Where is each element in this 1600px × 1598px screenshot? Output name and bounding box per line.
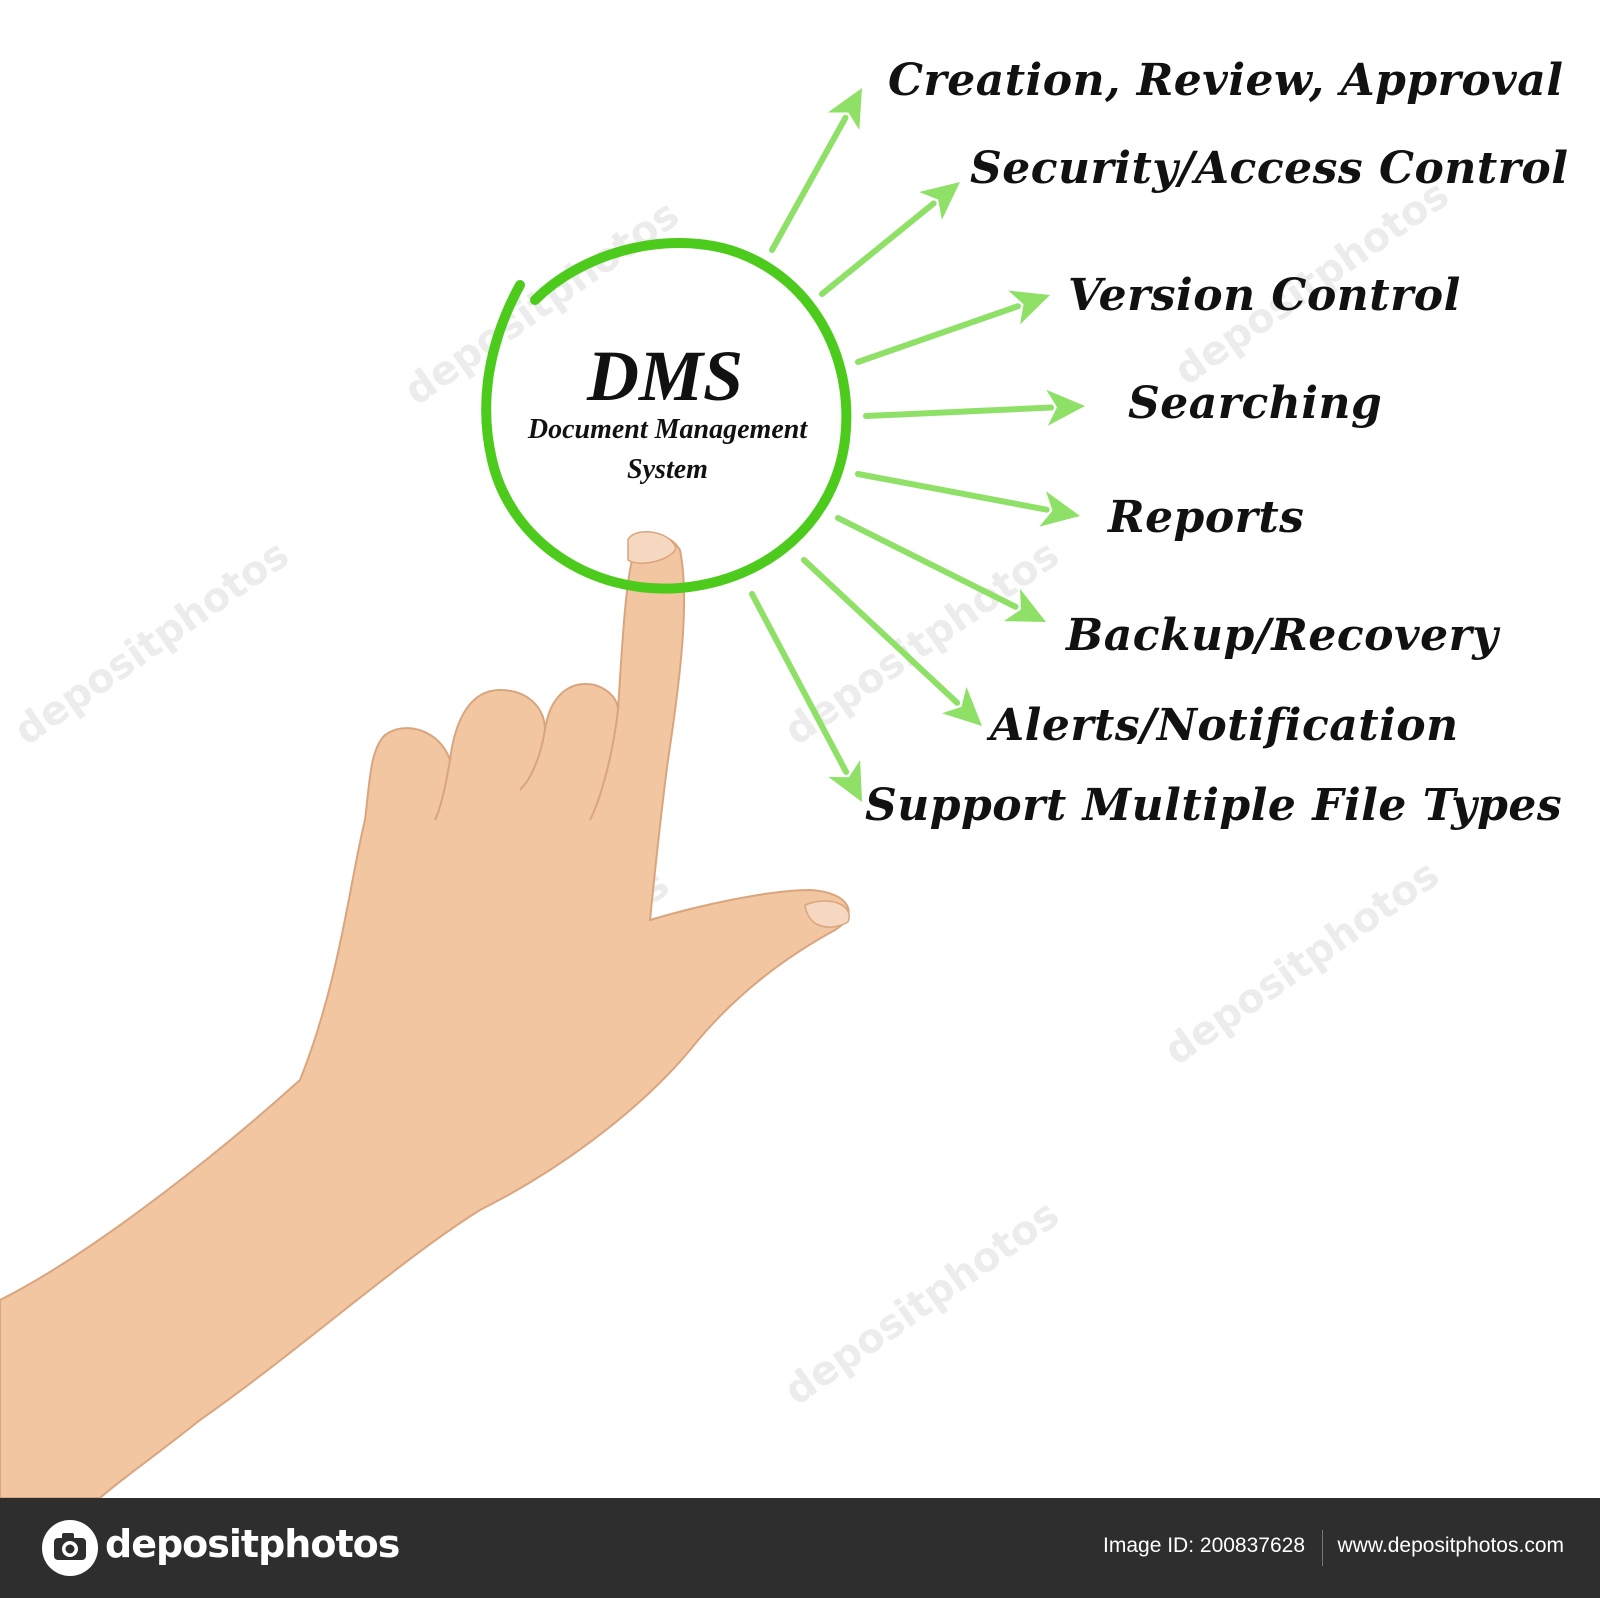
- arrow-2: [819, 182, 960, 297]
- arrow-head: [1008, 290, 1050, 325]
- feature-label: Creation, Review, Approval: [888, 55, 1564, 106]
- arrow-1: [769, 88, 862, 253]
- diagram-canvas: depositphotos depositphotos depositphoto…: [0, 55, 1569, 1498]
- arrow-head: [919, 182, 960, 220]
- arrow-group: [749, 88, 1085, 802]
- center-title: DMS: [586, 336, 744, 416]
- center-subtitle-line1: Document Management: [527, 414, 808, 445]
- feature-label: Security/Access Control: [970, 143, 1569, 194]
- center-subtitle: Document Management System: [485, 410, 850, 490]
- image-id-label: Image ID: 200837628: [1103, 1534, 1305, 1557]
- feature-label: Reports: [1108, 492, 1305, 543]
- arrow-3: [855, 290, 1050, 365]
- dms-circle: [481, 238, 852, 594]
- arrow-head: [1039, 491, 1080, 527]
- arrow-7: [801, 557, 982, 726]
- arrow-head: [1003, 588, 1046, 622]
- arrow-5: [855, 471, 1080, 527]
- feature-label: Version Control: [1068, 270, 1461, 321]
- feature-label: Support Multiple File Types: [865, 780, 1563, 831]
- pointing-hand-icon: [0, 531, 850, 1498]
- camera-logo-icon: [42, 1520, 98, 1576]
- arrow-shaft: [863, 404, 1055, 419]
- arrow-head: [941, 686, 982, 726]
- center-subtitle-line2: System: [627, 454, 708, 485]
- footer-bar: depositphotos Image ID: 200837628 www.de…: [0, 1498, 1600, 1598]
- arrow-head: [827, 88, 862, 130]
- arrow-shaft: [835, 515, 1019, 610]
- feature-label: Alerts/Notification: [990, 700, 1459, 751]
- footer-url: www.depositphotos.com: [1337, 1534, 1564, 1557]
- arrow-shaft: [855, 303, 1021, 365]
- footer-divider: [1322, 1530, 1323, 1566]
- footer-brand: depositphotos: [105, 1522, 400, 1566]
- feature-label: Searching: [1128, 378, 1383, 429]
- arrow-head: [828, 759, 862, 802]
- arrow-shaft: [769, 114, 849, 253]
- arrow-shaft: [819, 200, 937, 297]
- arrow-head: [1046, 389, 1085, 426]
- feature-label: Backup/Recovery: [1066, 610, 1499, 661]
- diagram-graphics: [0, 88, 1085, 1498]
- arrow-4: [863, 389, 1085, 426]
- arrow-shaft: [749, 591, 850, 775]
- arrow-shaft: [855, 471, 1050, 513]
- arrow-shaft: [801, 557, 961, 706]
- arrow-6: [835, 515, 1046, 622]
- arrow-8: [749, 591, 862, 802]
